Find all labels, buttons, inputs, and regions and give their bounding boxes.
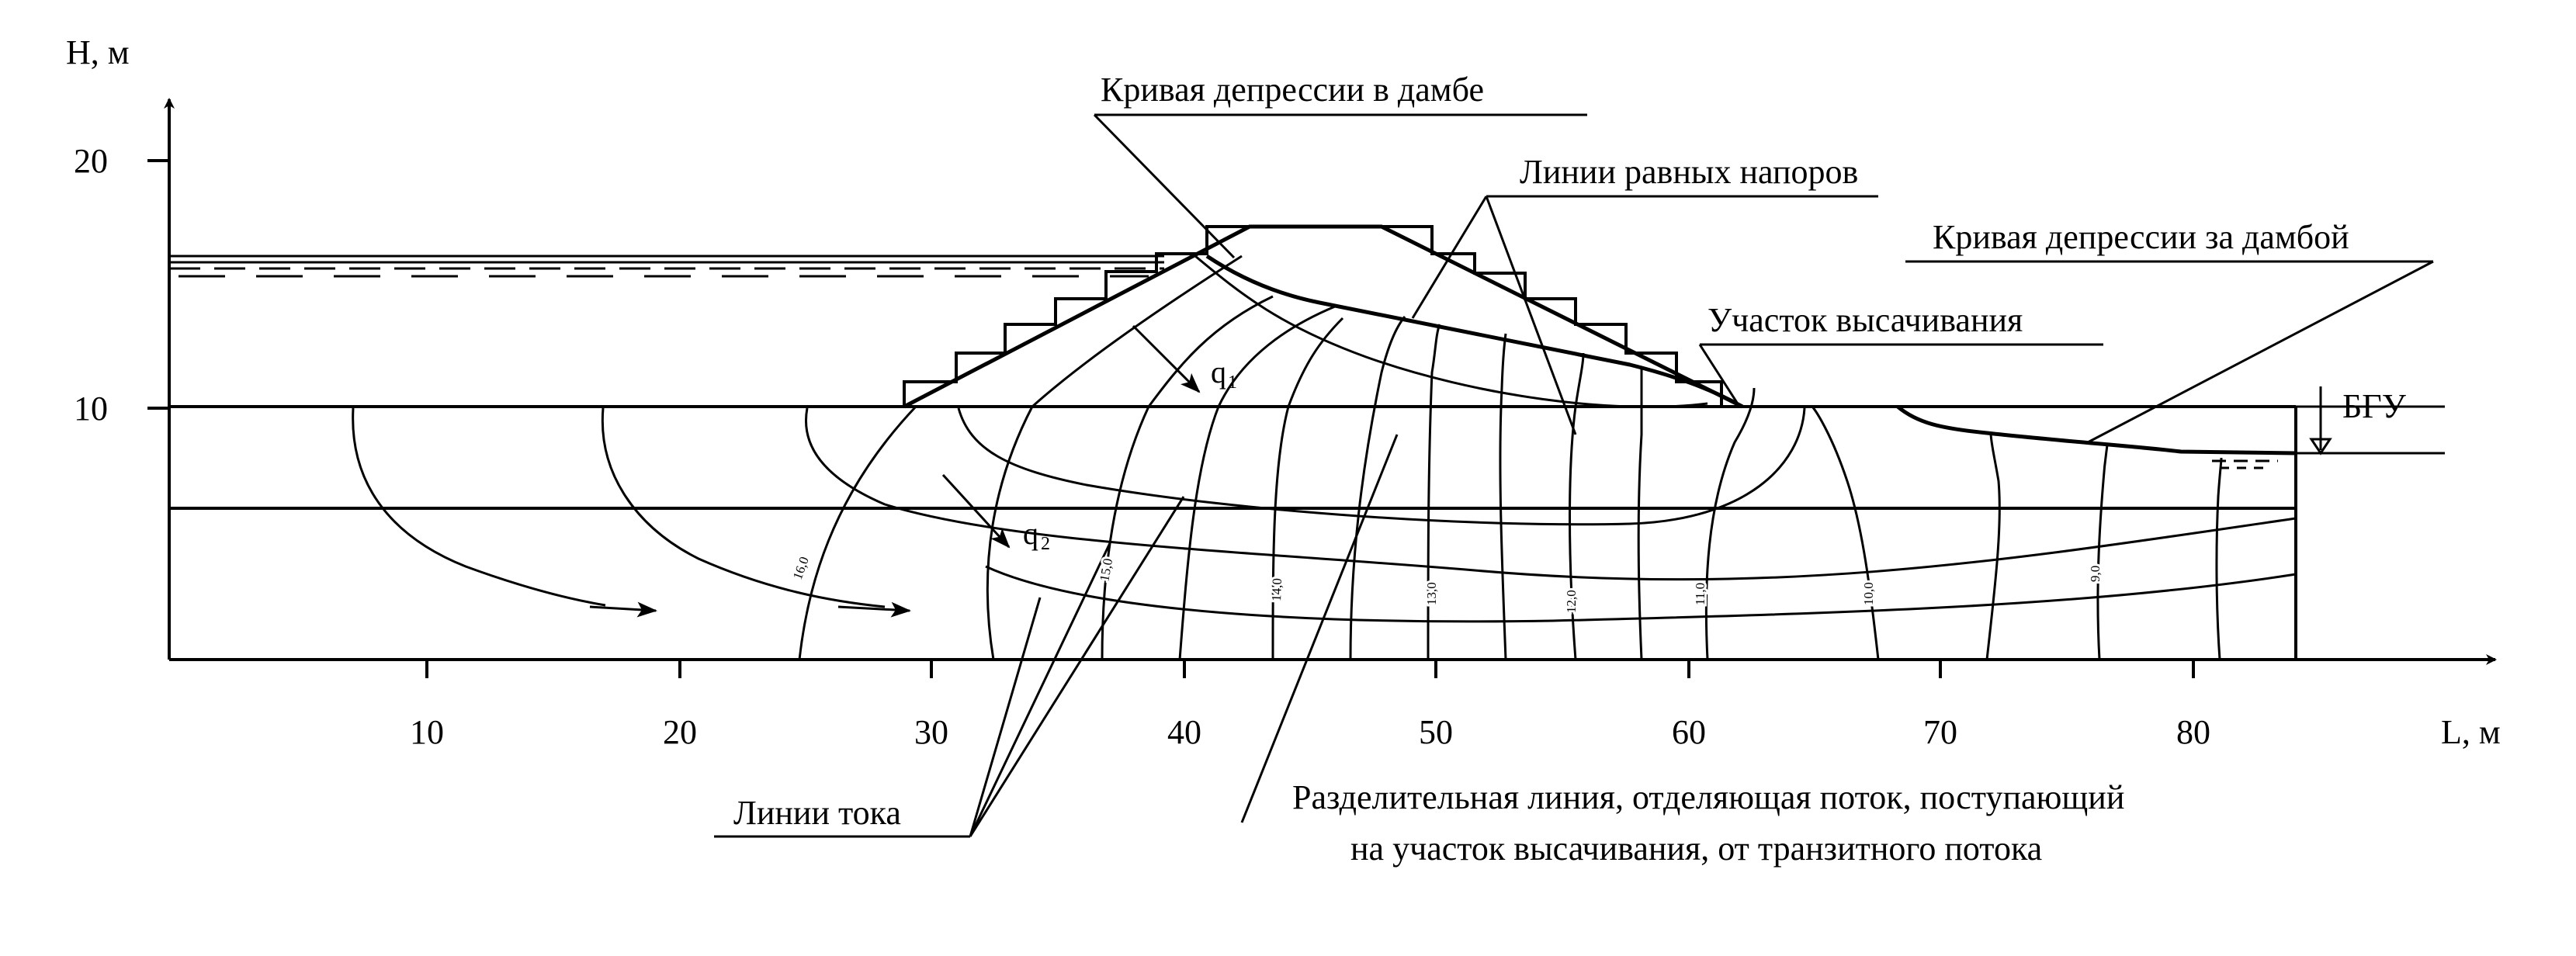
q2-subscript: 2 [1041, 534, 1050, 554]
depression-curve-behind-dam [1896, 405, 2297, 455]
q1-label: q [1211, 355, 1226, 390]
x-tick-labels: 10 20 30 40 50 60 70 80 [410, 713, 2210, 751]
x-tick-label-20: 20 [663, 713, 697, 751]
y-tick-label-10: 10 [74, 390, 108, 428]
label-depression-behind-dam: Кривая депрессии за дамбой [1933, 218, 2349, 256]
head-label-10: 10,0 [1861, 582, 1876, 605]
x-ticks [425, 660, 2195, 678]
x-tick-label-50: 50 [1419, 713, 1453, 751]
label-equal-head-lines: Линии равных напоров [1520, 153, 1858, 191]
y-tick-label-20: 20 [74, 142, 108, 180]
dam-steps-right [1382, 225, 1723, 407]
x-tick-label-70: 70 [1923, 713, 1957, 751]
label-dividing-line-1: Разделительная линия, отделяющая поток, … [1292, 778, 2124, 816]
head-label-11: 11,0 [1693, 583, 1708, 605]
x-tick-label-60: 60 [1672, 713, 1706, 751]
flow-arrows [589, 324, 1201, 618]
depression-curve-in-dam [1205, 254, 1744, 409]
head-label-15: 15,0 [1097, 557, 1115, 583]
q1-subscript: 1 [1228, 372, 1237, 393]
bgu-marker [2309, 386, 2332, 455]
head-label-9: 9,0 [2088, 566, 2103, 582]
head-label-14: 14,0 [1269, 578, 1285, 601]
dam-steps-left [903, 225, 1250, 407]
head-label-12: 12,0 [1564, 590, 1579, 613]
label-flow-lines: Линии тока [733, 794, 901, 832]
label-seepage-section: Участок высачивания [1708, 301, 2023, 339]
label-dividing-line-2: на участок высачивания, от транзитного п… [1350, 830, 2042, 868]
flow-label-q1: q 1 [1211, 355, 1237, 393]
flow-label-q2: q 2 [1023, 516, 1050, 554]
head-value-labels: 16,0 15,0 14,0 13,0 12,0 11,0 10,0 9,0 [788, 552, 2105, 615]
label-dam-depression-curve: Кривая депрессии в дамбе [1101, 71, 1484, 109]
q2-label: q [1023, 516, 1038, 551]
equipotential-lines [798, 255, 2223, 660]
reservoir-water [169, 255, 1164, 278]
x-axis-label: L, м [2441, 713, 2501, 751]
x-tick-label-80: 80 [2176, 713, 2210, 751]
dam-body [903, 224, 1744, 409]
streamlines [352, 255, 2297, 623]
x-tick-label-30: 30 [914, 713, 948, 751]
leader-lines [714, 113, 2434, 838]
head-label-13: 13,0 [1424, 582, 1439, 605]
head-label-16: 16,0 [790, 555, 812, 581]
label-bgu: БГУ [2342, 387, 2407, 425]
x-tick-label-10: 10 [410, 713, 444, 751]
bgu-water-dashes [2212, 459, 2278, 469]
y-axis-label: H, м [66, 33, 130, 71]
x-tick-label-40: 40 [1167, 713, 1201, 751]
